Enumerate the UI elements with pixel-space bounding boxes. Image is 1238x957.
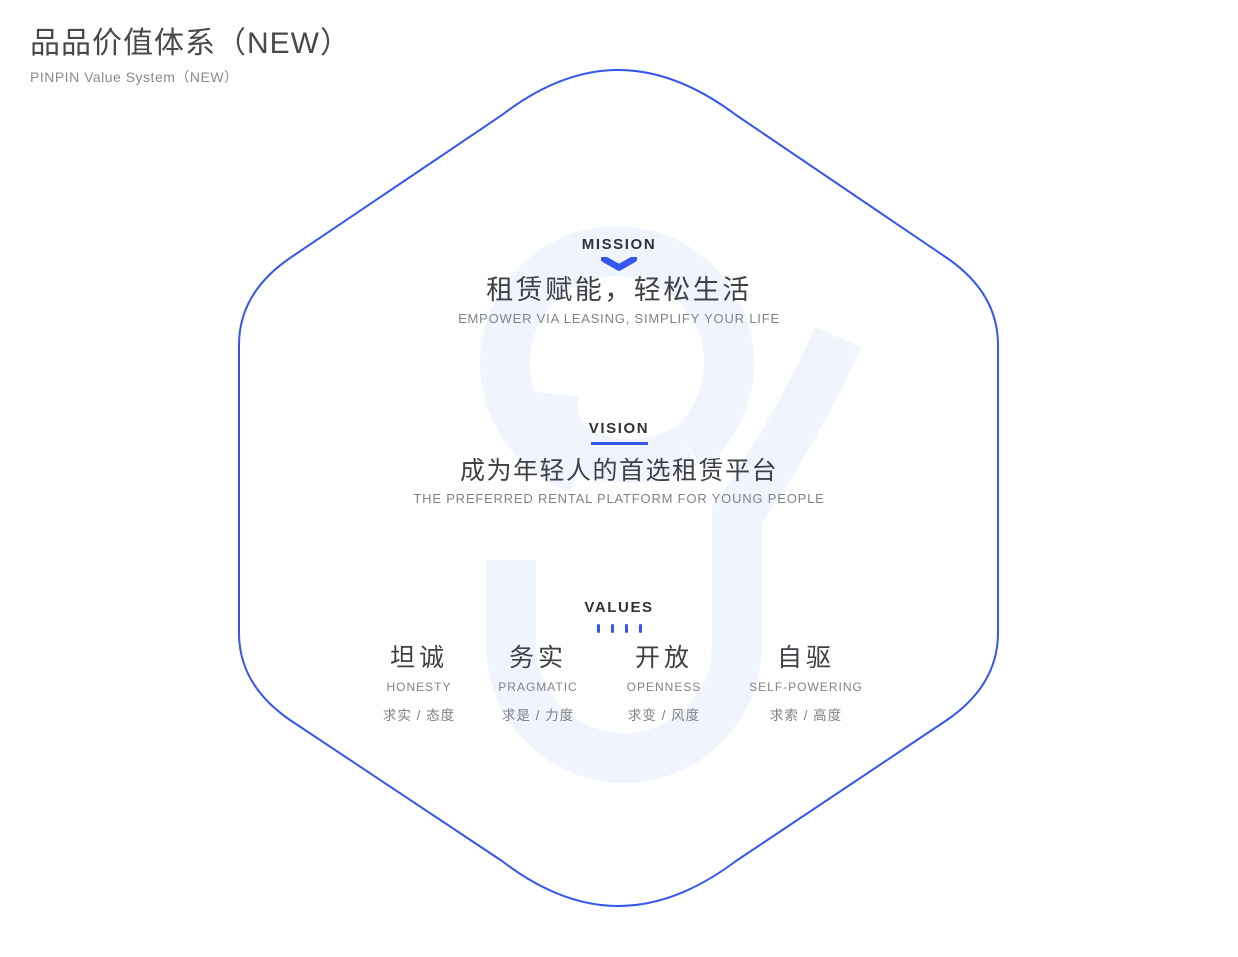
mission-label: MISSION (581, 236, 657, 253)
tick (638, 624, 642, 633)
brand-watermark-logo (480, 226, 861, 783)
vision-headline-en: THE PREFERRED RENTAL PLATFORM FOR YOUNG … (413, 491, 825, 506)
values-section: VALUES (0, 600, 1238, 633)
value-en: OPENNESS (626, 680, 702, 694)
tick (596, 624, 600, 633)
tick-marks-icon (0, 624, 1238, 633)
value-cn: 务实 (508, 644, 568, 672)
page-title: 品品价值体系（NEW） (30, 27, 351, 60)
vision-label: VISION (588, 420, 650, 437)
value-motto: 求变 / 风度 (627, 708, 701, 723)
value-item-openness: 开放 OPENNESS 求变 / 风度 (627, 644, 702, 723)
mission-section: MISSION 租赁赋能，轻松生活 EMPOWER VIA LEASING, S… (0, 237, 1238, 326)
value-item-self-powering: 自驱 SELF-POWERING 求索 / 高度 (749, 644, 863, 723)
value-en: PRAGMATIC (498, 680, 578, 694)
value-motto: 求实 / 态度 (382, 708, 456, 723)
header: 品品价值体系（NEW） PINPIN Value System（NEW） (30, 26, 351, 86)
value-en: HONESTY (386, 680, 452, 694)
hexagon-border (238, 69, 999, 907)
value-item-pragmatic: 务实 PRAGMATIC 求是 / 力度 (498, 644, 577, 723)
mission-headline-cn: 租赁赋能，轻松生活 (486, 275, 752, 305)
tick (610, 624, 614, 633)
mission-headline-en: EMPOWER VIA LEASING, SIMPLIFY YOUR LIFE (458, 311, 780, 326)
vision-section: VISION 成为年轻人的首选租赁平台 THE PREFERRED RENTAL… (0, 421, 1238, 506)
value-cn: 坦诚 (389, 644, 449, 672)
value-motto: 求索 / 高度 (769, 708, 843, 723)
value-en: SELF-POWERING (749, 680, 863, 694)
value-item-honesty: 坦诚 HONESTY 求实 / 态度 (383, 644, 455, 723)
values-label: VALUES (584, 599, 654, 616)
vision-underline (590, 442, 648, 445)
vision-headline-cn: 成为年轻人的首选租赁平台 (459, 457, 778, 485)
page-subtitle: PINPIN Value System（NEW） (30, 69, 239, 85)
chevron-down-icon (0, 255, 1238, 271)
tick (624, 624, 628, 633)
value-cn: 开放 (634, 644, 693, 672)
value-cn: 自驱 (776, 644, 835, 672)
value-motto: 求是 / 力度 (501, 708, 575, 723)
